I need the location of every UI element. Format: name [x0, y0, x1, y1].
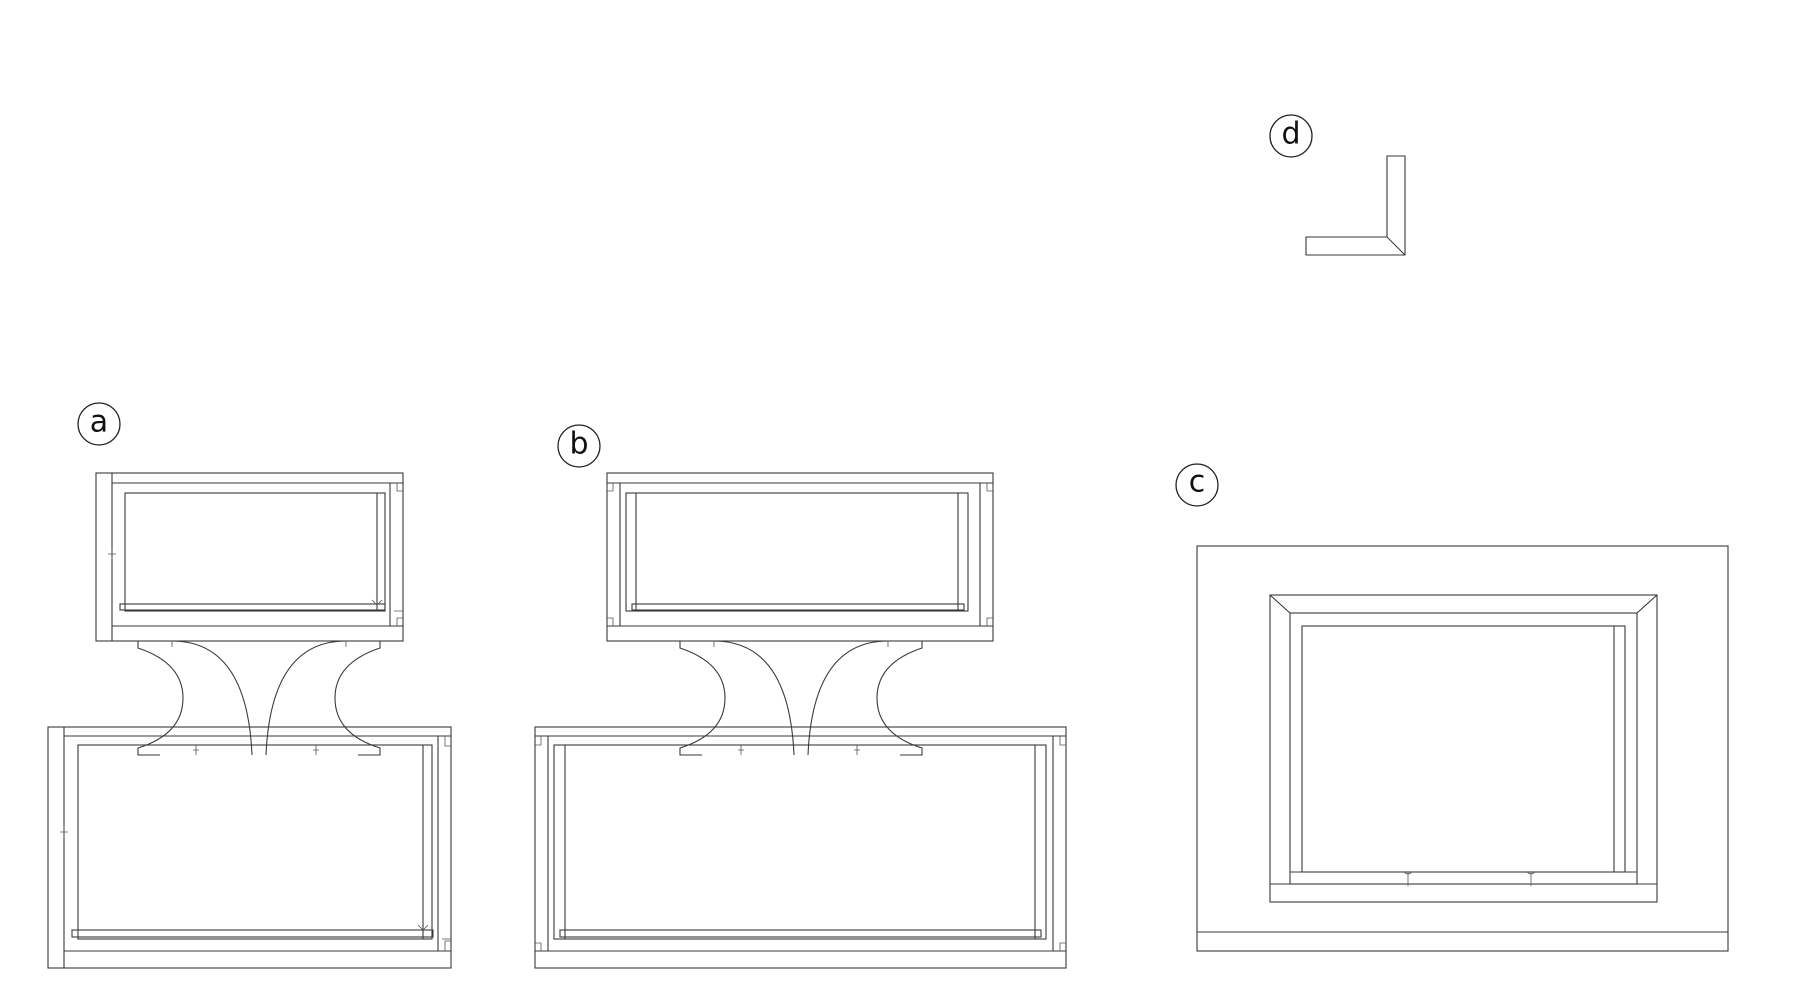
detail-d	[1305, 155, 1406, 256]
label-a: a	[77, 402, 121, 446]
detail-a	[47, 472, 452, 969]
detail-b-lower-cabinet	[534, 726, 1067, 969]
detail-c-frame	[1269, 594, 1658, 903]
label-d-text: d	[1281, 117, 1300, 152]
label-b-text: b	[569, 427, 588, 462]
label-c-text: c	[1189, 465, 1206, 500]
detail-a-upper-cabinet	[95, 472, 404, 642]
label-d: d	[1269, 114, 1313, 158]
detail-d-corner-profile	[1305, 155, 1406, 256]
detail-b-upper-cabinet	[606, 472, 994, 642]
detail-a-stand	[137, 640, 381, 756]
label-b: b	[557, 424, 601, 468]
detail-c	[1196, 545, 1729, 952]
detail-b-stand	[679, 640, 923, 756]
label-a-text: a	[90, 405, 108, 440]
label-c: c	[1175, 463, 1219, 507]
detail-a-lower-cabinet	[47, 726, 452, 969]
detail-b	[534, 472, 1067, 969]
detail-c-outer-panel	[1196, 545, 1729, 952]
